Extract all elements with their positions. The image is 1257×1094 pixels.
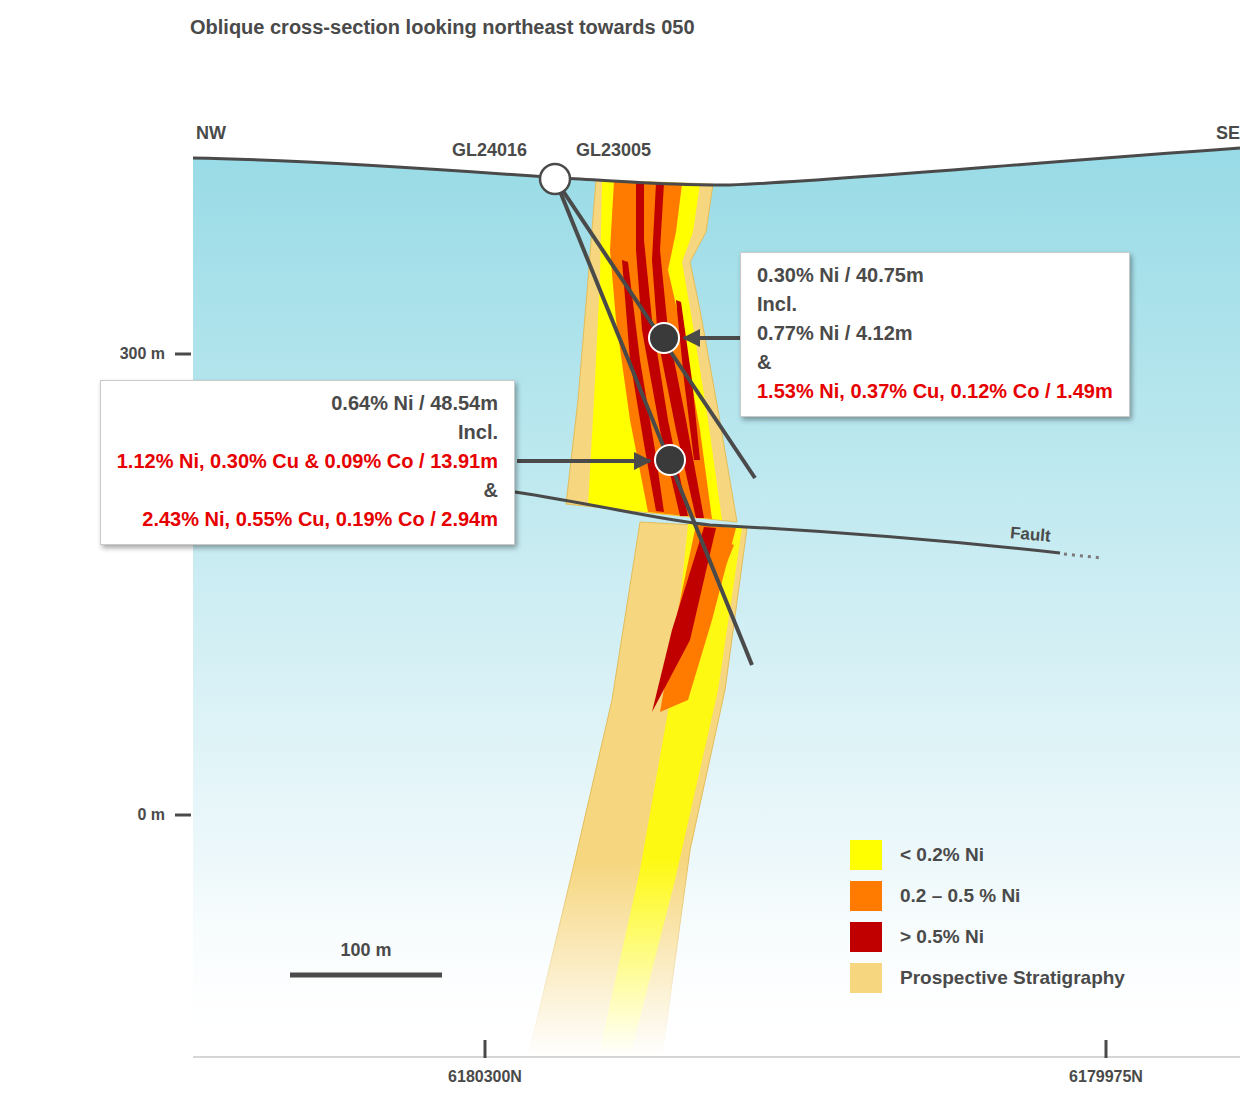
legend-swatch [850,881,882,911]
callout-text: Incl. [117,418,498,447]
intercept-callout: 0.64% Ni / 48.54mIncl.1.12% Ni, 0.30% Cu… [100,380,515,545]
callout-text: 0.64% Ni / 48.54m [117,389,498,418]
leader-arrow [517,459,650,463]
mid-grade-zone [705,540,734,600]
callout-text: 0.30% Ni / 40.75m [757,261,1113,290]
topographic-surface [193,148,1240,185]
callout-text: 1.53% Ni, 0.37% Cu, 0.12% Co / 1.49m [757,377,1113,406]
legend-text: < 0.2% Ni [900,844,984,866]
fault-line [515,492,1060,553]
scale-bar [290,973,442,978]
drill-hole-trace [555,179,752,665]
legend-text: Prospective Stratigraphy [900,967,1125,989]
drill-hole-id: GL23005 [576,140,651,161]
axis-tick [1105,1040,1108,1058]
callout-text: 1.12% Ni, 0.30% Cu & 0.09% Co / 13.91m [117,447,498,476]
drill-hole-id: GL24016 [452,140,527,161]
intercept-marker [649,323,679,353]
compass-label: NW [196,123,226,144]
axis-line [193,1056,1240,1058]
depth-fade [193,860,1243,1058]
drill-hole-trace [555,179,755,478]
drill-collar [540,164,570,194]
axis-tick [175,814,191,817]
legend-swatch [850,963,882,993]
high-grade-zone [622,260,664,512]
northing-label: 6179975N [1069,1068,1143,1086]
callout-text: Incl. [757,290,1113,319]
low-grade-zone [588,180,722,520]
legend-text: 0.2 – 0.5 % Ni [900,885,1020,907]
callout-text: & [757,348,1113,377]
legend-swatch [850,922,882,952]
elevation-label: 0 m [137,806,165,824]
callout-text: & [117,476,498,505]
axis-tick [484,1040,487,1058]
northing-label: 6180300N [448,1068,522,1086]
scale-label: 100 m [340,940,391,961]
intercept-callout: 0.30% Ni / 40.75mIncl.0.77% Ni / 4.12m&1… [740,252,1130,417]
legend-text: > 0.5% Ni [900,926,984,948]
callout-text: 0.77% Ni / 4.12m [757,319,1113,348]
legend-swatch [850,840,882,870]
diagram-title: Oblique cross-section looking northeast … [190,16,695,39]
axis-tick [175,353,191,356]
elevation-label: 300 m [120,345,165,363]
compass-label: SE [1216,123,1240,144]
high-grade-zone [636,182,688,516]
intercept-marker [655,445,685,475]
fault-label: Fault [1009,523,1051,546]
leader-arrow [684,336,742,340]
fault-extension [1064,554,1102,558]
callout-text: 2.43% Ni, 0.55% Cu, 0.19% Co / 2.94m [117,505,498,534]
